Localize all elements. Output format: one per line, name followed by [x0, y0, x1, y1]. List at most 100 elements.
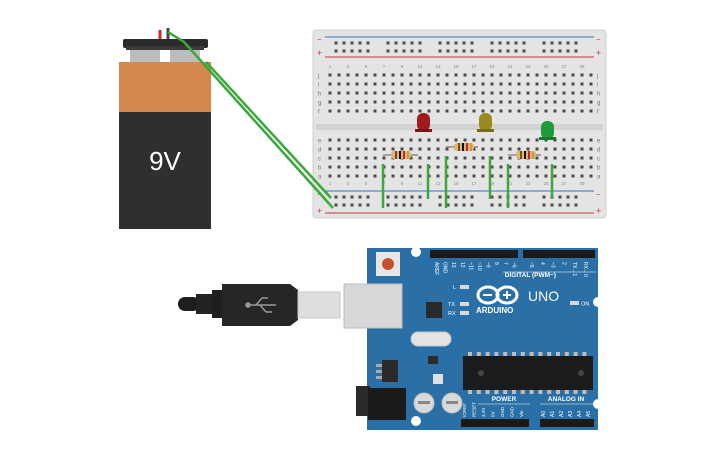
- breadboard-hole[interactable]: [544, 156, 548, 160]
- breadboard-hole[interactable]: [409, 174, 413, 178]
- breadboard-hole[interactable]: [346, 82, 350, 86]
- rail-hole[interactable]: [574, 49, 578, 53]
- breadboard-hole[interactable]: [463, 165, 467, 169]
- breadboard-hole[interactable]: [364, 165, 368, 169]
- rail-hole[interactable]: [462, 49, 466, 53]
- breadboard-hole[interactable]: [526, 147, 530, 151]
- breadboard-hole[interactable]: [472, 147, 476, 151]
- breadboard-hole[interactable]: [382, 82, 386, 86]
- rail-hole[interactable]: [542, 49, 546, 53]
- resistor-2[interactable]: [446, 143, 478, 151]
- breadboard-hole[interactable]: [517, 73, 521, 77]
- rail-hole[interactable]: [454, 49, 458, 53]
- breadboard-hole[interactable]: [463, 109, 467, 113]
- breadboard-hole[interactable]: [517, 147, 521, 151]
- breadboard-hole[interactable]: [472, 82, 476, 86]
- breadboard-hole[interactable]: [355, 109, 359, 113]
- breadboard-hole[interactable]: [454, 73, 458, 77]
- breadboard-hole[interactable]: [508, 82, 512, 86]
- rail-hole[interactable]: [514, 41, 518, 45]
- breadboard-hole[interactable]: [517, 100, 521, 104]
- breadboard-hole[interactable]: [400, 138, 404, 142]
- breadboard-hole[interactable]: [463, 91, 467, 95]
- breadboard-hole[interactable]: [427, 138, 431, 142]
- breadboard-hole[interactable]: [355, 91, 359, 95]
- breadboard-hole[interactable]: [454, 100, 458, 104]
- breadboard-hole[interactable]: [517, 138, 521, 142]
- rail-hole[interactable]: [446, 41, 450, 45]
- rail-hole[interactable]: [366, 195, 370, 199]
- rail-hole[interactable]: [558, 49, 562, 53]
- breadboard-hole[interactable]: [544, 147, 548, 151]
- breadboard-hole[interactable]: [409, 109, 413, 113]
- breadboard-hole[interactable]: [499, 100, 503, 104]
- rail-hole[interactable]: [522, 49, 526, 53]
- breadboard-hole[interactable]: [589, 109, 593, 113]
- arduino-usb-port[interactable]: [343, 283, 403, 329]
- breadboard-hole[interactable]: [544, 174, 548, 178]
- breadboard-hole[interactable]: [328, 73, 332, 77]
- breadboard-jumper-wires[interactable]: [381, 156, 554, 208]
- rail-hole[interactable]: [402, 49, 406, 53]
- breadboard-hole[interactable]: [472, 91, 476, 95]
- breadboard-hole[interactable]: [409, 138, 413, 142]
- breadboard-hole[interactable]: [364, 100, 368, 104]
- breadboard-hole[interactable]: [328, 147, 332, 151]
- breadboard-hole[interactable]: [436, 73, 440, 77]
- breadboard-hole[interactable]: [427, 91, 431, 95]
- breadboard-hole[interactable]: [427, 156, 431, 160]
- rail-hole[interactable]: [542, 195, 546, 199]
- breadboard-hole[interactable]: [445, 100, 449, 104]
- breadboard-hole[interactable]: [436, 156, 440, 160]
- rail-hole[interactable]: [386, 41, 390, 45]
- breadboard-hole[interactable]: [418, 82, 422, 86]
- rail-hole[interactable]: [514, 203, 518, 207]
- usb-cable[interactable]: [178, 284, 341, 326]
- breadboard-hole[interactable]: [562, 165, 566, 169]
- breadboard-hole[interactable]: [328, 138, 332, 142]
- rail-hole[interactable]: [514, 49, 518, 53]
- breadboard-hole[interactable]: [337, 109, 341, 113]
- breadboard-hole[interactable]: [400, 165, 404, 169]
- breadboard-hole[interactable]: [499, 147, 503, 151]
- breadboard-hole[interactable]: [427, 82, 431, 86]
- breadboard-hole[interactable]: [490, 73, 494, 77]
- rail-hole[interactable]: [498, 49, 502, 53]
- breadboard-hole[interactable]: [517, 165, 521, 169]
- breadboard-hole[interactable]: [553, 109, 557, 113]
- breadboard-hole[interactable]: [382, 100, 386, 104]
- rail-hole[interactable]: [334, 203, 338, 207]
- rail-hole[interactable]: [342, 195, 346, 199]
- breadboard-hole[interactable]: [391, 91, 395, 95]
- rail-hole[interactable]: [350, 195, 354, 199]
- rail-hole[interactable]: [386, 203, 390, 207]
- breadboard-hole[interactable]: [562, 147, 566, 151]
- breadboard-hole[interactable]: [571, 91, 575, 95]
- breadboard-hole[interactable]: [337, 165, 341, 169]
- breadboard-hole[interactable]: [580, 165, 584, 169]
- breadboard-hole[interactable]: [364, 82, 368, 86]
- rail-hole[interactable]: [366, 41, 370, 45]
- breadboard-hole[interactable]: [562, 156, 566, 160]
- rail-hole[interactable]: [394, 41, 398, 45]
- breadboard-hole[interactable]: [355, 174, 359, 178]
- rail-hole[interactable]: [334, 195, 338, 199]
- breadboard-hole[interactable]: [400, 100, 404, 104]
- breadboard-hole[interactable]: [490, 100, 494, 104]
- breadboard-hole[interactable]: [391, 138, 395, 142]
- breadboard-hole[interactable]: [454, 138, 458, 142]
- breadboard-hole[interactable]: [346, 91, 350, 95]
- rail-hole[interactable]: [410, 49, 414, 53]
- led-green[interactable]: [539, 121, 556, 140]
- breadboard-hole[interactable]: [373, 91, 377, 95]
- breadboard-hole[interactable]: [553, 73, 557, 77]
- breadboard-hole[interactable]: [481, 73, 485, 77]
- rail-hole[interactable]: [498, 203, 502, 207]
- breadboard-hole[interactable]: [499, 109, 503, 113]
- analog-header[interactable]: [540, 419, 594, 427]
- breadboard-hole[interactable]: [391, 109, 395, 113]
- breadboard-hole[interactable]: [454, 156, 458, 160]
- breadboard-hole[interactable]: [346, 156, 350, 160]
- breadboard-hole[interactable]: [337, 138, 341, 142]
- breadboard-hole[interactable]: [391, 174, 395, 178]
